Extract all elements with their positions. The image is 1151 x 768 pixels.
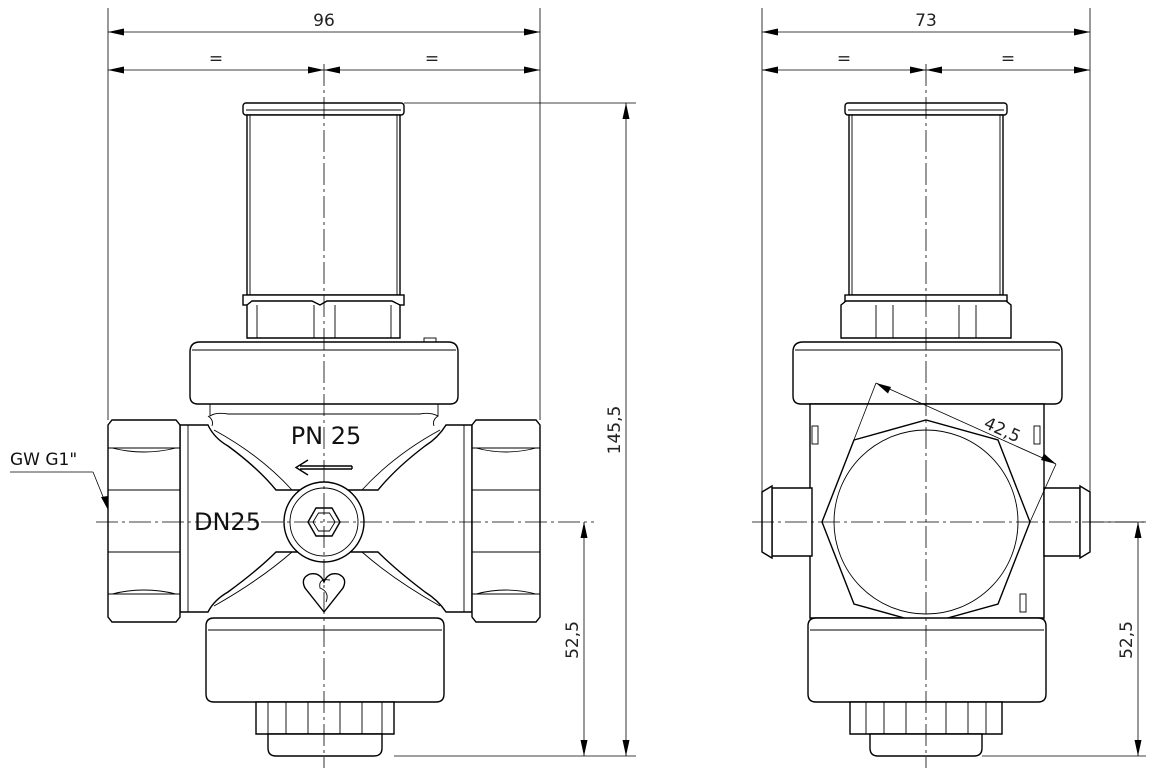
left-width-dimension: 96: [107, 8, 541, 420]
left-valve-body: [107, 102, 541, 757]
thread-callout-label: GW G1": [10, 450, 77, 470]
thread-callout: GW G1": [10, 450, 108, 510]
left-axis-label: 52,5: [563, 621, 583, 659]
left-height-label: 145,5: [605, 406, 625, 455]
right-half-left-label: =: [837, 49, 851, 69]
right-axis-label: 52,5: [1117, 621, 1137, 659]
right-view: 73 = =: [752, 8, 1148, 768]
left-half-left-label: =: [209, 49, 223, 69]
pressure-rating-label: PN 25: [291, 422, 362, 450]
left-axis-dimension: 52,5: [563, 522, 588, 756]
left-half-right-label: =: [425, 49, 439, 69]
left-half-dimensions: = =: [108, 49, 540, 74]
left-height-dimension: 145,5: [394, 102, 636, 757]
right-half-right-label: =: [1001, 49, 1015, 69]
left-width-label: 96: [313, 11, 335, 31]
left-view: 96 = =: [10, 8, 636, 768]
right-axis-dimension: 52,5: [982, 521, 1146, 757]
right-width-dimension: 73: [761, 8, 1091, 500]
right-width-label: 73: [915, 11, 937, 31]
nominal-size-label: DN25: [194, 508, 261, 536]
